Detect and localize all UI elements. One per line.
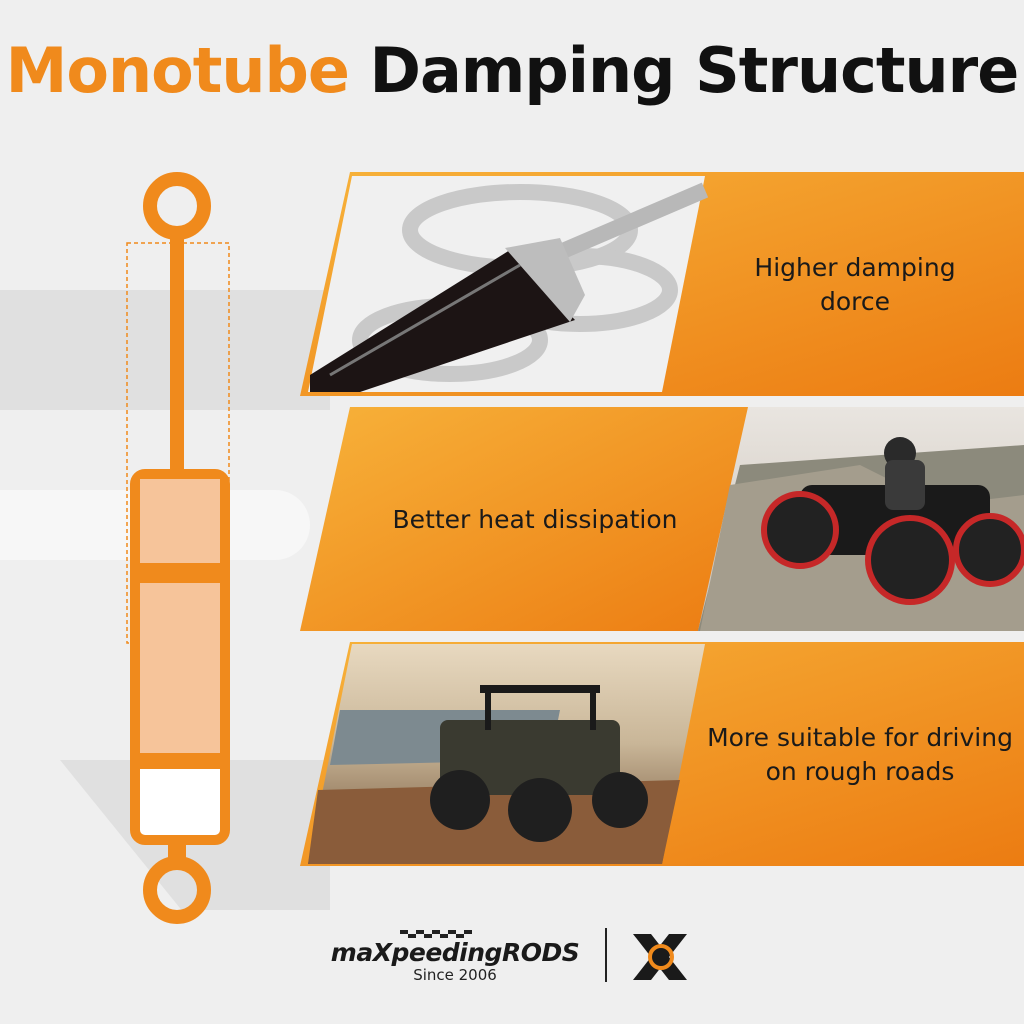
upper-chamber: [140, 479, 220, 563]
shock-absorber-illustration: [126, 172, 230, 924]
lower-chamber: [140, 583, 220, 753]
piston-head: [140, 563, 220, 583]
bottom-mount-ring: [143, 856, 211, 924]
feature-card-damping: Higher damping dorce: [300, 170, 1024, 398]
card-background: [300, 407, 1024, 631]
checkered-flag-icon: [400, 930, 472, 938]
feature-card-rough-roads: More suitable for driving on rough roads: [300, 640, 1024, 868]
floating-piston: [140, 753, 220, 769]
feature-card-heat: Better heat dissipation: [300, 405, 1024, 633]
logo-divider: [605, 928, 607, 982]
card-background: [300, 642, 1024, 866]
feature-label: More suitable for driving on rough roads: [707, 723, 1013, 786]
feature-label: Higher damping dorce: [754, 253, 956, 316]
page-title: Monotube Damping Structure: [0, 34, 1024, 107]
title-rest: Damping Structure: [369, 34, 1020, 107]
brand-since: Since 2006: [413, 966, 497, 984]
title-accent-word: Monotube: [5, 34, 350, 107]
top-mount-ring: [143, 172, 211, 240]
brand-logo: maXpeedingRODS Since 2006: [320, 928, 700, 988]
brand-name: maXpeedingRODS: [330, 938, 580, 967]
feature-label: Better heat dissipation: [392, 505, 678, 534]
brand-emblem-icon: [633, 934, 687, 980]
card-background: [300, 172, 1024, 396]
background-band-top: [0, 290, 330, 410]
